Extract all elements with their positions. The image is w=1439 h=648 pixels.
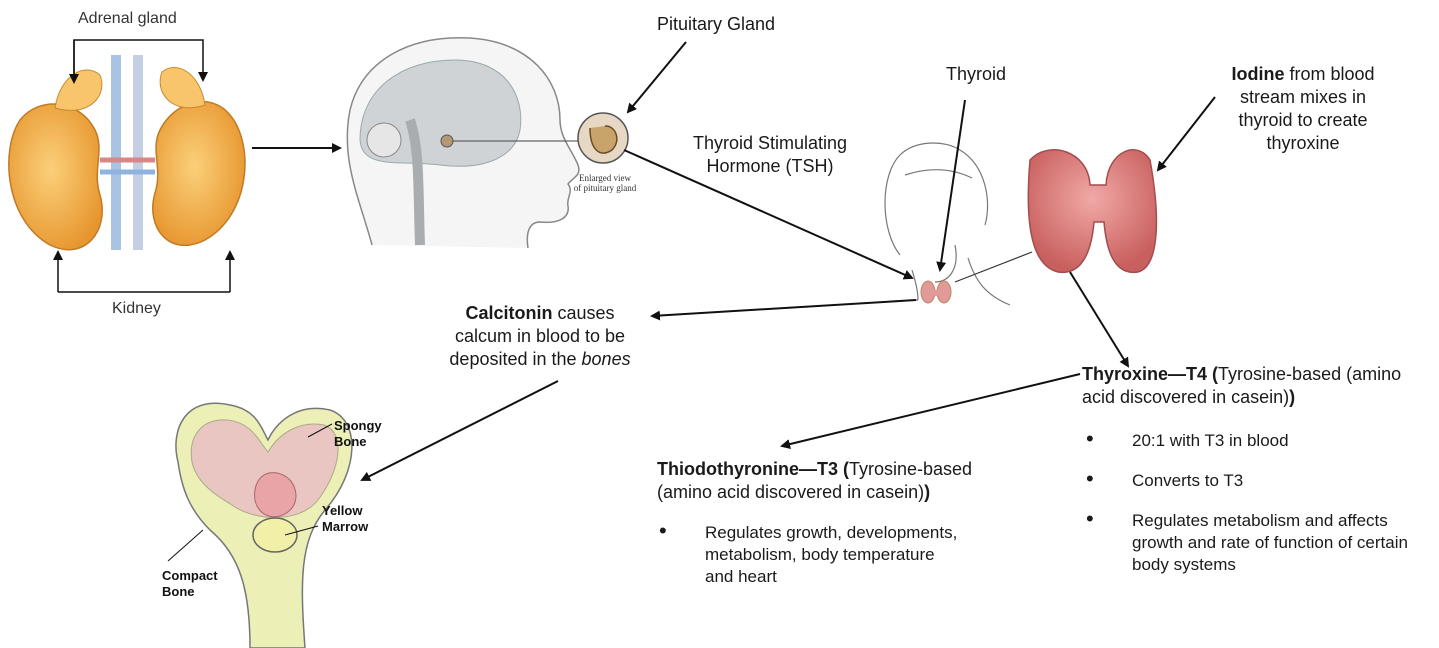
compact-bone-label: Compact Bone xyxy=(162,568,218,600)
caption-line-1: Enlarged view xyxy=(557,173,653,183)
t4-bullet: 20:1 with T3 in blood xyxy=(1086,430,1426,452)
arrow-thyroid-to-t4 xyxy=(1070,272,1128,366)
yellow-line-1: Yellow xyxy=(322,503,368,519)
arrow-label-to-thyroid xyxy=(940,100,965,270)
calcitonin-line1: causes xyxy=(552,303,614,323)
t4-title: Thyroxine—T4 (Tyrosine-based (amino acid… xyxy=(1082,363,1432,409)
calcitonin-bones: bones xyxy=(582,349,631,369)
thyroid-label: Thyroid xyxy=(946,63,1006,86)
arrow-thyroid-to-calcitonin xyxy=(652,300,916,316)
spongy-bone-label: Spongy Bone xyxy=(334,418,382,450)
t4-bullet: Regulates metabolism and affects growth … xyxy=(1086,510,1426,576)
tsh-line-1: Thyroid Stimulating xyxy=(672,132,868,155)
t4-name: Thyroxine—T4 xyxy=(1082,364,1207,384)
kidney-illustration xyxy=(9,55,245,250)
t4-desc-line2: acid discovered in casein) xyxy=(1082,387,1289,407)
connector-thyroid-enlarged xyxy=(955,252,1032,282)
t3-paren-open: ( xyxy=(838,459,849,479)
calcitonin-text: Calcitonin causes calcum in blood to be … xyxy=(420,302,660,371)
t4-bullet-list: 20:1 with T3 in blood Converts to T3 Reg… xyxy=(1086,430,1426,594)
t3-desc: Tyrosine-based xyxy=(849,459,972,479)
t4-paren-close: ) xyxy=(1289,387,1295,407)
calcitonin-line3: deposited in the xyxy=(449,349,581,369)
t3-name: Thiodothyronine—T3 xyxy=(657,459,838,479)
iodine-line3: thyroid to create xyxy=(1208,109,1398,132)
pituitary-gland-label: Pituitary Gland xyxy=(657,13,775,36)
t3-title: Thiodothyronine—T3 (Tyrosine-based (amin… xyxy=(657,458,1017,504)
iodine-text: Iodine from blood stream mixes in thyroi… xyxy=(1208,63,1398,155)
kidney-bracket xyxy=(58,252,230,292)
calcitonin-line2: calcum in blood to be xyxy=(420,325,660,348)
adrenal-gland-label: Adrenal gland xyxy=(78,10,177,28)
t4-paren-open: ( xyxy=(1207,364,1218,384)
t4-bullet: Converts to T3 xyxy=(1086,470,1426,492)
iodine-line1: from blood xyxy=(1284,64,1374,84)
enlarged-thyroid-illustration xyxy=(1028,150,1156,273)
yellow-marrow-label: Yellow Marrow xyxy=(322,503,368,535)
arrow-calcitonin-to-bone xyxy=(362,381,558,480)
tsh-line-2: Hormone (TSH) xyxy=(672,155,868,178)
calcitonin-bold: Calcitonin xyxy=(465,303,552,323)
compact-line-1: Compact xyxy=(162,568,218,584)
t3-bullet-list: Regulates growth, developments, metaboli… xyxy=(659,522,959,606)
iodine-line2: stream mixes in xyxy=(1208,86,1398,109)
t3-paren-close: ) xyxy=(924,482,930,502)
arrow-iodine-to-thyroid xyxy=(1158,97,1215,170)
small-thyroid xyxy=(921,281,951,303)
enlarged-pituitary-caption: Enlarged view of pituitary gland xyxy=(557,173,653,193)
t3-desc-line2: (amino acid discovered in casein) xyxy=(657,482,924,502)
enlarged-pituitary-circle xyxy=(578,113,628,163)
arrow-t4-to-t3 xyxy=(782,374,1080,446)
iodine-bold: Iodine xyxy=(1231,64,1284,84)
compact-line-2: Bone xyxy=(162,584,218,600)
t3-bullet: Regulates growth, developments, metaboli… xyxy=(659,522,959,588)
caption-line-2: of pituitary gland xyxy=(557,183,653,193)
spongy-line-1: Spongy xyxy=(334,418,382,434)
kidney-label: Kidney xyxy=(112,300,161,318)
t4-desc: Tyrosine-based (amino xyxy=(1218,364,1401,384)
tsh-label: Thyroid Stimulating Hormone (TSH) xyxy=(672,132,868,178)
head-profile-illustration xyxy=(347,38,580,248)
arrow-label-to-pituitary xyxy=(628,42,686,112)
iodine-line4: thyroxine xyxy=(1208,132,1398,155)
marrow-line-2: Marrow xyxy=(322,519,368,535)
spongy-line-2: Bone xyxy=(334,434,382,450)
